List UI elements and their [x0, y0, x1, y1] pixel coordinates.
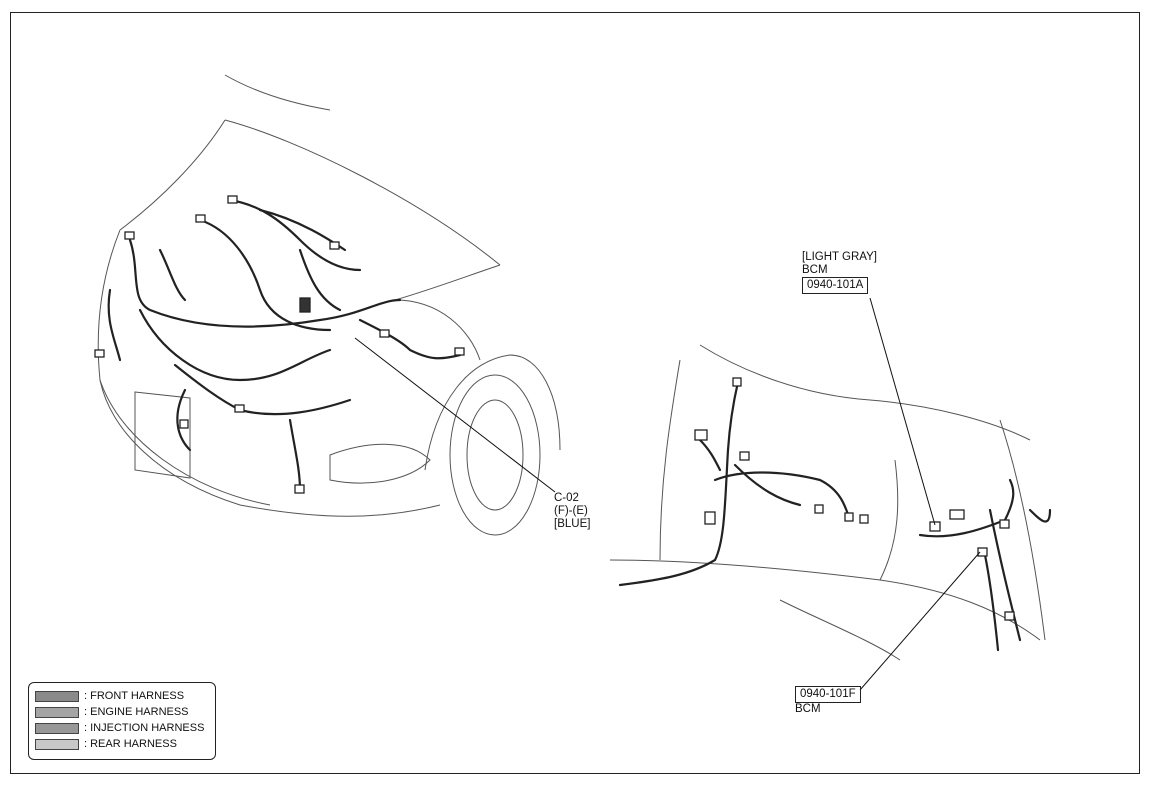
c02-code: C-02 [554, 492, 579, 504]
bcm-f-leader-line [859, 551, 981, 691]
bcm-a-leader-line [869, 297, 936, 526]
c02-connector-label: C-02 (F)-(E) [BLUE] [554, 492, 590, 531]
bcm-f-code: 0940-101F [795, 686, 861, 703]
front-engine-harness [107, 198, 462, 492]
legend-item-engine: : ENGINE HARNESS [35, 704, 209, 720]
legend-label: : INJECTION HARNESS [84, 722, 205, 734]
engine-bay-illustration [97, 74, 561, 536]
front-bumper [99, 379, 271, 506]
windshield-edge [224, 74, 331, 111]
grille-lower [134, 391, 191, 479]
front-wheel-hub [466, 399, 524, 511]
bcm-harness [618, 380, 1052, 652]
legend-swatch [35, 690, 79, 702]
hood-outline [119, 119, 501, 301]
headlamp [329, 443, 431, 484]
harness-connectors-right [694, 377, 1015, 621]
bcm-a-color: [LIGHT GRAY] [802, 251, 877, 263]
harness-legend: : FRONT HARNESS : ENGINE HARNESS : INJEC… [28, 682, 216, 760]
legend-label: : ENGINE HARNESS [84, 706, 189, 718]
fender-line [394, 299, 481, 361]
bcm-f-name: BCM [795, 703, 821, 715]
legend-item-injection: : INJECTION HARNESS [35, 720, 209, 736]
interior-illustration [609, 344, 1046, 661]
harness-connectors-left [94, 195, 465, 494]
legend-swatch [35, 722, 79, 734]
legend-swatch [35, 706, 79, 718]
c02-leader-line [354, 337, 556, 493]
a-pillar [999, 419, 1046, 641]
floor-line [779, 599, 901, 661]
bcm-a-name: BCM [802, 264, 828, 276]
body-outline [97, 229, 441, 517]
wheel-arch [424, 354, 561, 471]
bcm-f-connector-label: 0940-101F BCM [795, 686, 861, 716]
legend-label: : REAR HARNESS [84, 738, 177, 750]
bcm-a-code: 0940-101A [802, 277, 869, 294]
dash-panel-left [659, 359, 681, 561]
diagram-frame [10, 12, 1140, 774]
inner-panel [879, 459, 899, 581]
legend-label: : FRONT HARNESS [84, 690, 185, 702]
dash-panel-top [699, 344, 1031, 441]
legend-item-front: : FRONT HARNESS [35, 688, 209, 704]
c02-terminals: (F)-(E) [554, 505, 588, 517]
front-wheel [449, 374, 541, 536]
bcm-a-connector-label: [LIGHT GRAY] BCM 0940-101A [802, 251, 877, 294]
c02-color: [BLUE] [554, 518, 591, 530]
legend-swatch [35, 738, 79, 750]
legend-item-rear: : REAR HARNESS [35, 736, 209, 752]
floor-outline [609, 559, 1041, 641]
